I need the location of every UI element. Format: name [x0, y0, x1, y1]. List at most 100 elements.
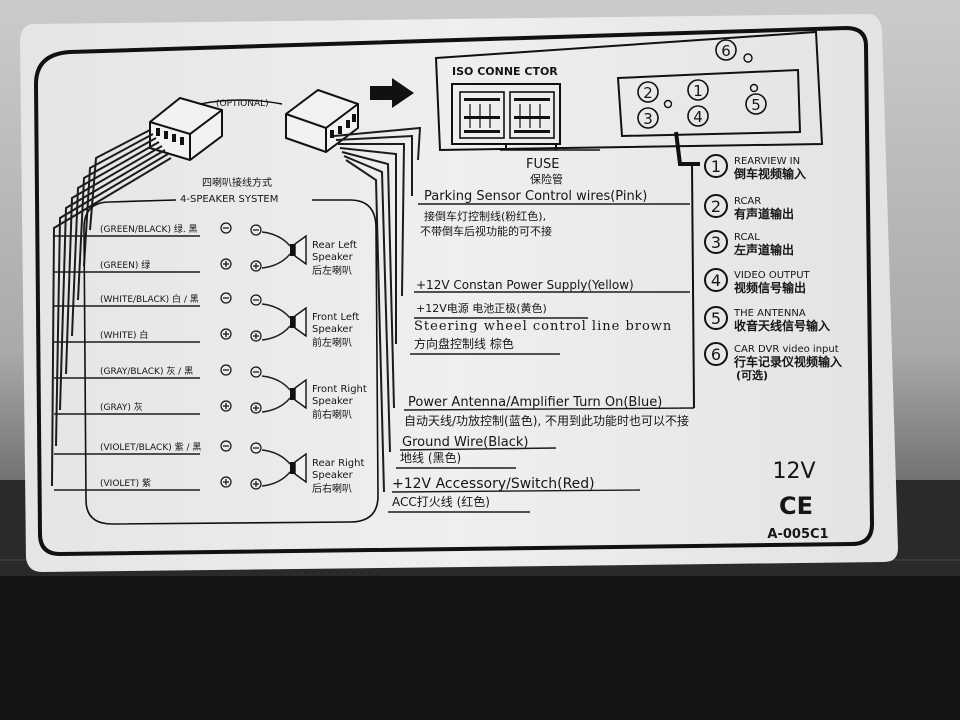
speaker-name-line1: Rear Right	[312, 458, 364, 469]
port-name-en: CAR DVR video input	[734, 344, 839, 355]
minus-terminal-icon	[250, 224, 262, 236]
speaker-name-cn: 后右喇叭	[312, 482, 352, 495]
main-plug	[285, 88, 359, 154]
power-wire-label: +12V Constan Power Supply(Yellow)	[416, 278, 634, 292]
minus-terminal-icon	[220, 364, 232, 376]
antenna-wire-label: Power Antenna/Amplifier Turn On(Blue)	[408, 395, 662, 410]
port-name-cn: 倒车视频输入	[733, 166, 806, 181]
speaker-name-line1: Front Left	[312, 312, 359, 323]
minus-terminal-icon	[220, 222, 232, 234]
plus-terminal-icon	[250, 330, 262, 342]
speaker-system-frame	[83, 199, 379, 525]
wire-descriptions: Parking Sensor Control wires(Pink) 接倒车灯控…	[388, 189, 695, 513]
iso-connector-label: ISO CONNE CTOR	[452, 65, 558, 78]
port-number: 5	[711, 309, 721, 328]
port-leader-line	[674, 131, 700, 166]
speaker-title-cn: 四喇叭接线方式	[202, 176, 272, 189]
speaker-wire-label: (GREEN/BLACK) 绿. 黑	[100, 223, 198, 235]
speaker-wire-list: (GREEN/BLACK) 绿. 黑 (GREEN) 绿 (WHITE/BLACK)…	[54, 222, 262, 491]
optional-plug	[149, 96, 223, 162]
speaker-name-cn: 前左喇叭	[312, 336, 352, 349]
voltage-label: 12V	[772, 459, 815, 484]
fuse-cn-label: 保险管	[530, 172, 563, 186]
svg-text:5: 5	[751, 96, 761, 114]
minus-terminal-icon	[250, 442, 262, 454]
label-border	[33, 25, 875, 557]
speaker-wire-label: (GRAY) 灰	[100, 401, 143, 413]
plus-terminal-icon	[220, 400, 232, 412]
parking-wire-cn1: 接倒车灯控制线(粉红色),	[424, 209, 546, 223]
plus-terminal-icon	[220, 258, 232, 270]
port-name-cn: 收音天线信号输入	[734, 318, 830, 333]
port-name-cn: 视频信号输出	[734, 280, 806, 295]
speaker-name-line1: Rear Left	[312, 240, 357, 251]
antenna-wire-cn: 自动天线/功放控制(蓝色), 不用到此功能时也可以不接	[404, 413, 689, 428]
steering-wire-cn: 方向盘控制线 棕色	[414, 336, 514, 351]
speaker-name-cn: 后左喇叭	[312, 264, 352, 277]
fuse-label: FUSE	[526, 157, 559, 172]
iso-connector-box	[434, 30, 824, 152]
panel-port-3: 3	[637, 107, 659, 129]
plus-terminal-icon	[250, 402, 262, 414]
speaker-wire-label: (VIOLET) 紫	[100, 478, 151, 489]
port-name-cn: 行车记录仪视频输入	[733, 354, 842, 369]
port-number: 1	[711, 157, 721, 176]
panel-port-4: 4	[687, 105, 709, 127]
svg-text:4: 4	[693, 108, 703, 126]
plus-terminal-icon	[250, 260, 262, 272]
speaker-wire-label: (WHITE/BLACK) 白 / 黑	[100, 293, 199, 305]
port-name-cn: 左声道输出	[733, 242, 794, 257]
speaker-name-line1: Front Right	[312, 384, 367, 395]
port-name-en: RCAR	[734, 196, 761, 207]
acc-wire-label: +12V Accessory/Switch(Red)	[392, 476, 595, 492]
main-wire-bundle	[333, 126, 422, 493]
fuse-symbol	[500, 144, 600, 151]
speaker-wire-row: (VIOLET/BLACK) 紫 / 黑	[54, 440, 262, 455]
minus-terminal-icon	[220, 440, 232, 452]
speaker-wire-label: (GRAY/BLACK) 灰 / 黑	[100, 365, 193, 377]
port-panel	[616, 68, 802, 138]
model-number: A-005C1	[767, 527, 828, 542]
speaker-wire-row: (GREEN/BLACK) 绿. 黑	[54, 222, 262, 237]
speaker-wire-row: (GRAY/BLACK) 灰 / 黑	[54, 364, 262, 379]
port-name-cn: 有声道输出	[734, 206, 794, 221]
minus-terminal-icon	[250, 294, 262, 306]
arrow-right-icon	[370, 78, 414, 108]
panel-port-2: 2	[637, 81, 659, 103]
speaker-wire-row: (VIOLET) 紫	[54, 476, 262, 491]
speaker-wire-row: (GRAY) 灰	[54, 400, 262, 415]
plus-terminal-icon	[250, 478, 262, 490]
parking-wire-cn2: 不带倒车后视功能的可不接	[420, 224, 552, 238]
panel-port-6: 6	[715, 39, 753, 63]
ce-mark: CE	[779, 492, 813, 520]
svg-text:3: 3	[643, 110, 653, 128]
speaker-wire-bundle	[51, 129, 172, 487]
speaker-name-line2: Speaker	[312, 396, 354, 407]
speaker-name-line2: Speaker	[312, 324, 354, 335]
port-number: 3	[711, 233, 721, 252]
speaker-wire-row: (GREEN) 绿	[54, 258, 262, 273]
port-number: 2	[711, 197, 721, 216]
speaker-wire-row: (WHITE/BLACK) 白 / 黑	[54, 292, 262, 307]
svg-text:2: 2	[643, 84, 653, 102]
acc-wire-cn: ACC打火线 (红色)	[392, 494, 490, 509]
power-wire-cn: +12V电源 电池正极(黄色)	[416, 301, 547, 315]
speaker-name-line2: Speaker	[312, 470, 354, 481]
speaker-wire-row: (WHITE) 白	[54, 328, 262, 343]
parking-wire-label: Parking Sensor Control wires(Pink)	[424, 189, 647, 204]
ground-wire-cn: 地线 (黑色)	[400, 451, 461, 465]
port-name-en: THE ANTENNA	[733, 308, 806, 319]
steering-wire-label: Steering wheel control line brown	[414, 319, 672, 334]
speaker-name-cn: 前右喇叭	[312, 408, 352, 421]
port-number: 4	[711, 271, 721, 290]
